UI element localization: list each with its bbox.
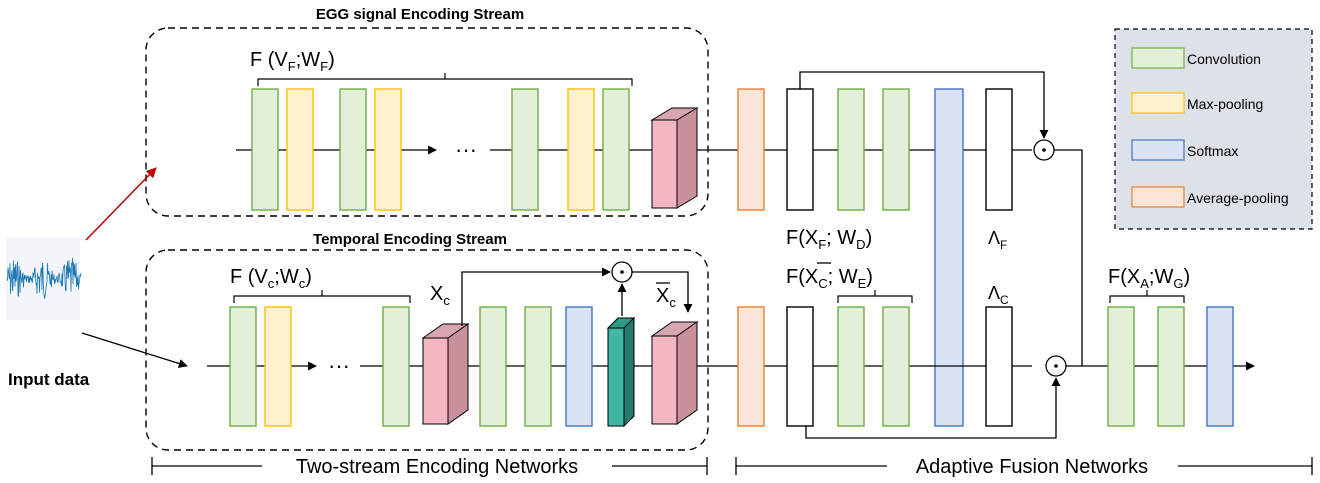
fusion-bottom-conv-1 xyxy=(837,306,865,427)
fusion-top-conv-2 xyxy=(882,88,910,211)
egg-pool-2 xyxy=(374,88,402,211)
temporal-conv-4 xyxy=(524,306,552,427)
fusion-softmax xyxy=(934,88,964,427)
legend-label-average-pooling: Average-pooling xyxy=(1187,190,1289,206)
xc-bar-feature-block xyxy=(650,321,699,425)
label-x-c: Xc xyxy=(430,283,450,308)
fusion-lambda-f-block xyxy=(985,88,1013,211)
label-x-c-bar: Xc xyxy=(656,285,676,310)
egg-stream-box xyxy=(145,27,709,217)
fusion-top-avg-pool xyxy=(737,88,765,211)
formula-f-x-c: F(XC; WE) xyxy=(786,266,873,291)
fusion-bottom-avg-pool xyxy=(737,306,765,427)
egg-pool-3 xyxy=(567,88,595,211)
temporal-conv-3 xyxy=(479,306,507,427)
top-to-sum-connection xyxy=(1054,149,1083,366)
temporal-softmax xyxy=(565,306,593,427)
legend: Convolution Max-pooling Softmax Average-… xyxy=(1131,47,1289,208)
legend-label-convolution: Convolution xyxy=(1187,51,1261,67)
legend-swatch-softmax xyxy=(1131,139,1185,161)
input-signal-image xyxy=(6,238,82,320)
label-lambda-c: ΛC xyxy=(988,283,1009,307)
input-data-label: Input data xyxy=(8,370,90,389)
section-label-fusion: Adaptive Fusion Networks xyxy=(916,456,1148,478)
egg-conv-4 xyxy=(602,88,630,211)
formula-f-v-f: F (VF;WF) xyxy=(250,49,335,74)
formula-f-x-f: F(XF; WD) xyxy=(786,227,872,252)
egg-pool-1 xyxy=(286,88,314,211)
xc-skip-connection xyxy=(461,267,611,326)
legend-label-max-pooling: Max-pooling xyxy=(1187,96,1263,112)
egg-conv-brace xyxy=(257,73,633,86)
output-conv-2 xyxy=(1157,306,1185,427)
fusion-bottom-skip xyxy=(805,377,1061,439)
section-label-encoding: Two-stream Encoding Networks xyxy=(296,456,578,478)
temporal-conv-1 xyxy=(229,306,257,427)
temporal-conv-brace xyxy=(233,290,411,303)
fusion-top-skip xyxy=(799,71,1049,139)
xc-feature-block xyxy=(421,323,470,425)
fusion-bottom-brace xyxy=(837,290,913,303)
fusion-top-conv-1 xyxy=(837,88,865,211)
attention-weight-block xyxy=(606,316,636,428)
temporal-pool-1 xyxy=(264,306,292,427)
egg-stream-title: EGG signal Encoding Stream xyxy=(316,6,524,23)
legend-swatch-average-pooling xyxy=(1131,186,1185,208)
encoding-section-ruler xyxy=(151,457,708,475)
temporal-conv-2 xyxy=(382,306,410,427)
egg-conv-1 xyxy=(251,88,279,211)
output-brace xyxy=(1109,290,1185,303)
egg-ellipsis: ··· xyxy=(455,137,477,162)
multiply-node-top-dot xyxy=(1042,148,1046,152)
output-softmax xyxy=(1206,306,1234,427)
legend-swatch-max-pooling xyxy=(1131,92,1185,114)
formula-f-v-c: F (Vc;Wc) xyxy=(230,266,312,291)
legend-label-softmax: Softmax xyxy=(1187,143,1238,159)
input-arrow-to-temporal xyxy=(81,332,188,368)
legend-swatch-convolution xyxy=(1131,47,1185,69)
multiply-node-temporal-dot xyxy=(620,270,624,274)
fusion-lambda-c-block xyxy=(985,306,1013,427)
multiply-to-xc-bar-arrow xyxy=(632,271,693,313)
fusion-bottom-feature-xc xyxy=(786,306,814,427)
temporal-ellipsis: ··· xyxy=(328,353,350,378)
input-arrow-to-egg xyxy=(85,167,157,241)
fusion-top-feature-xf xyxy=(786,88,814,211)
temporal-stream-box xyxy=(145,249,709,451)
multiply-node-bottom-dot xyxy=(1054,364,1058,368)
fusion-section-ruler xyxy=(735,457,1313,475)
egg-conv-2 xyxy=(339,88,367,211)
egg-feature-block xyxy=(650,107,699,209)
output-conv-1 xyxy=(1107,306,1135,427)
temporal-stream-title: Temporal Encoding Stream xyxy=(313,231,507,248)
egg-conv-3 xyxy=(511,88,539,211)
label-lambda-f: ΛF xyxy=(988,228,1007,252)
fusion-bottom-conv-2 xyxy=(882,306,910,427)
formula-f-x-a: F(XA;WG) xyxy=(1108,266,1190,291)
